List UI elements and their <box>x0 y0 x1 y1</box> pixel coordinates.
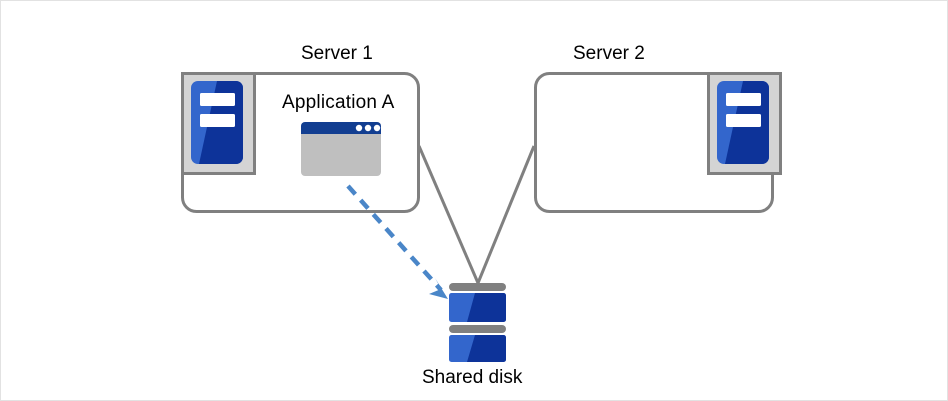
server2-label: Server 2 <box>573 43 645 64</box>
connector-server2-to-disk <box>476 145 536 284</box>
shared-disk-label: Shared disk <box>422 367 523 388</box>
server-icon <box>191 81 243 164</box>
server1-label: Server 1 <box>301 43 373 64</box>
window-dot-3 <box>373 124 381 132</box>
server1-machine-icon <box>181 72 256 175</box>
window-dot-2 <box>364 124 372 132</box>
disk-platter-bottom <box>449 335 506 362</box>
disk-bar-top <box>449 283 506 291</box>
server2-machine-icon <box>707 72 782 175</box>
app-window-icon <box>301 122 381 176</box>
arrow-head <box>429 278 448 299</box>
connector-server1-to-disk <box>417 145 480 284</box>
window-dot-1 <box>355 124 363 132</box>
disk-stack-icon <box>449 283 506 362</box>
disk-platter-top <box>449 293 506 322</box>
dashed-access-arrow <box>346 184 448 299</box>
disk-bar-bottom <box>449 325 506 333</box>
server-icon <box>717 81 769 164</box>
application-a-label: Application A <box>282 92 395 113</box>
